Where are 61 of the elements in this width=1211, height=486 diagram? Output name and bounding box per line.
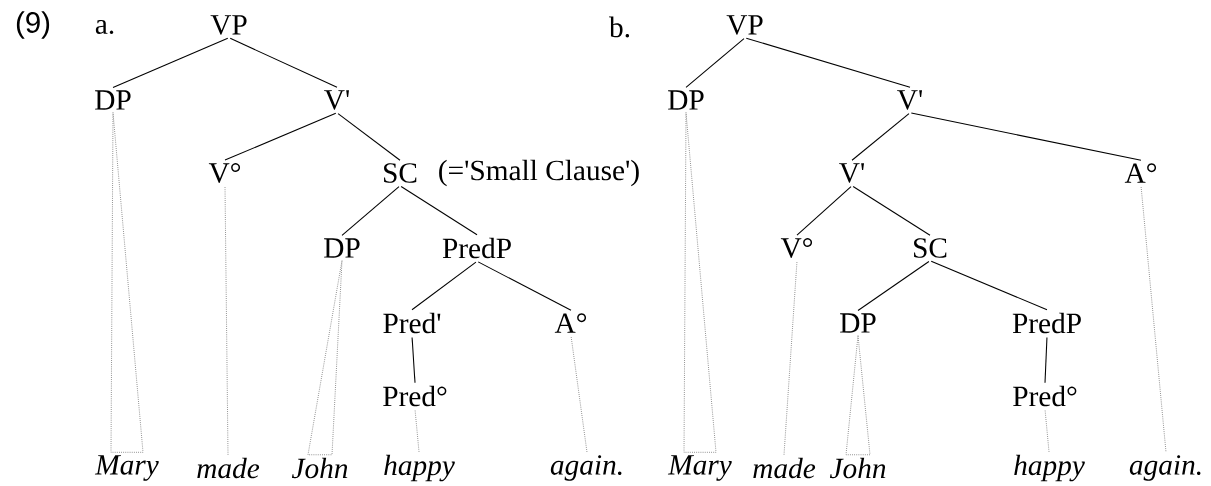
branch-line bbox=[852, 185, 931, 236]
category-label: DP bbox=[668, 90, 704, 110]
branch-line bbox=[477, 261, 572, 311]
category-label: Pred° bbox=[383, 385, 447, 407]
branch-line bbox=[910, 112, 1142, 161]
dotted-line bbox=[224, 186, 229, 456]
word: happy bbox=[384, 454, 455, 482]
triangle-roof bbox=[683, 112, 717, 453]
branch-line bbox=[851, 113, 910, 161]
branch-line bbox=[337, 113, 401, 161]
branch-line bbox=[411, 261, 477, 311]
branch-line bbox=[112, 37, 229, 88]
category-label: A° bbox=[1124, 163, 1157, 183]
category-label: PredP bbox=[1012, 312, 1081, 334]
branch-line bbox=[1044, 337, 1048, 384]
category-label: A° bbox=[554, 313, 587, 333]
triangle-roof bbox=[307, 260, 343, 456]
category-label: DP bbox=[840, 313, 876, 333]
word: happy bbox=[1014, 454, 1085, 482]
word: John bbox=[291, 457, 348, 479]
category-label: V° bbox=[208, 163, 241, 183]
branch-line bbox=[930, 260, 1048, 311]
category-label: SC bbox=[914, 238, 947, 258]
branch-line bbox=[685, 38, 745, 88]
category-label: PredP bbox=[442, 237, 511, 259]
dotted-line bbox=[570, 336, 588, 453]
gloss-note: (='Small Clause') bbox=[439, 159, 639, 187]
category-label: V° bbox=[780, 238, 813, 258]
word: Mary bbox=[667, 455, 732, 481]
subexample-letter: a. bbox=[95, 19, 114, 35]
word: made bbox=[197, 457, 260, 479]
dotted-line bbox=[1044, 410, 1050, 453]
category-label: VP bbox=[210, 15, 247, 35]
category-label: V' bbox=[839, 163, 864, 183]
branch-line bbox=[411, 337, 416, 384]
category-label: V' bbox=[324, 90, 349, 110]
subexample-letter: b. bbox=[609, 16, 630, 38]
category-label: V' bbox=[897, 90, 922, 110]
example-number: (9) bbox=[16, 11, 50, 39]
word: John bbox=[829, 457, 886, 479]
branch-line bbox=[400, 185, 478, 236]
category-label: VP bbox=[726, 15, 763, 35]
category-label: SC bbox=[384, 163, 417, 183]
category-label: DP bbox=[324, 238, 360, 258]
triangle-roof bbox=[845, 335, 871, 456]
word: Mary bbox=[94, 455, 159, 481]
branch-line bbox=[857, 261, 930, 311]
branch-line bbox=[224, 112, 337, 161]
branch-line bbox=[745, 37, 911, 88]
word: again. bbox=[1129, 455, 1201, 481]
category-label: DP bbox=[95, 90, 131, 110]
category-label: Pred' bbox=[383, 312, 441, 334]
category-label: Pred° bbox=[1013, 385, 1077, 407]
dotted-line bbox=[783, 261, 798, 456]
triangle-roof bbox=[110, 112, 144, 453]
word: made bbox=[753, 457, 816, 479]
branch-line bbox=[796, 186, 852, 236]
word: again. bbox=[550, 455, 622, 481]
branch-line bbox=[341, 186, 400, 236]
dotted-line bbox=[414, 410, 420, 453]
branch-line bbox=[229, 37, 338, 88]
